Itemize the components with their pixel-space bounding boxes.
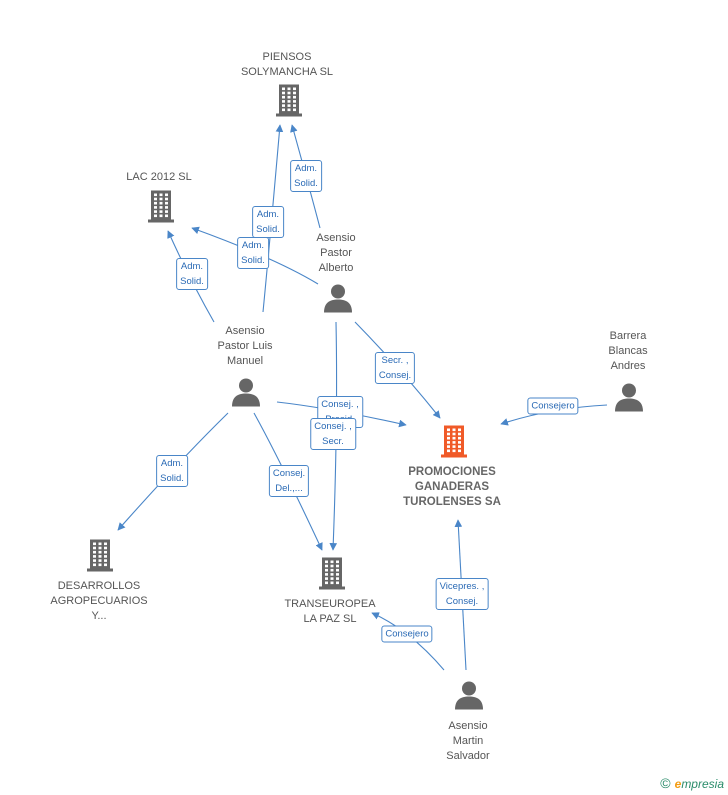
- node-label-desarrollos[interactable]: DESARROLLOS AGROPECUARIOS Y...: [50, 580, 148, 622]
- edge-label-5[interactable]: Secr. , Consej.: [374, 352, 416, 384]
- edge-label-12[interactable]: Consejero: [381, 625, 433, 643]
- edge-label-11[interactable]: Vicepres. , Consej.: [435, 578, 489, 610]
- node-label-lac[interactable]: LAC 2012 SL: [126, 171, 192, 183]
- edge-label-8[interactable]: Consej. , Secr.: [310, 418, 356, 450]
- edge-label-6[interactable]: Consejero: [527, 397, 579, 415]
- node-label-alberto[interactable]: Asensio Pastor Alberto: [316, 232, 356, 274]
- node-label-transeuropea[interactable]: TRANSEUROPEA LA PAZ SL: [284, 598, 376, 625]
- empresia-logo: ©empresia: [660, 775, 724, 791]
- node-label-promociones[interactable]: PROMOCIONES GANADERAS TUROLENSES SA: [403, 466, 501, 508]
- edge-label-2[interactable]: Adm. Solid.: [252, 206, 284, 238]
- edge-label-1[interactable]: Adm. Solid.: [290, 160, 322, 192]
- node-label-luis[interactable]: Asensio Pastor Luis Manuel: [217, 325, 273, 367]
- person-icon-alberto[interactable]: [323, 283, 353, 318]
- copyright-symbol: ©: [660, 775, 671, 791]
- node-label-barrera[interactable]: Barrera Blancas Andres: [608, 330, 648, 372]
- person-icon-martin[interactable]: [454, 680, 484, 715]
- building-icon-piensos[interactable]: [276, 83, 302, 122]
- node-label-piensos[interactable]: PIENSOS SOLYMANCHA SL: [240, 51, 334, 78]
- building-icon-transeuropea[interactable]: [319, 556, 345, 595]
- person-icon-luis[interactable]: [231, 377, 261, 412]
- edge-label-9[interactable]: Adm. Solid.: [156, 455, 188, 487]
- edge-label-10[interactable]: Consej. Del.,...: [268, 465, 310, 497]
- node-label-martin[interactable]: Asensio Martin Salvador: [446, 720, 490, 762]
- person-icon-barrera[interactable]: [614, 382, 644, 417]
- brand-name: mpresia: [681, 777, 724, 791]
- edge-label-4[interactable]: Adm. Solid.: [176, 258, 208, 290]
- building-icon-lac[interactable]: [148, 189, 174, 228]
- building-icon-desarrollos[interactable]: [87, 538, 113, 577]
- edge-label-3[interactable]: Adm. Solid.: [237, 237, 269, 269]
- brand-initial: e: [674, 777, 682, 791]
- building-icon-promociones[interactable]: [441, 424, 467, 463]
